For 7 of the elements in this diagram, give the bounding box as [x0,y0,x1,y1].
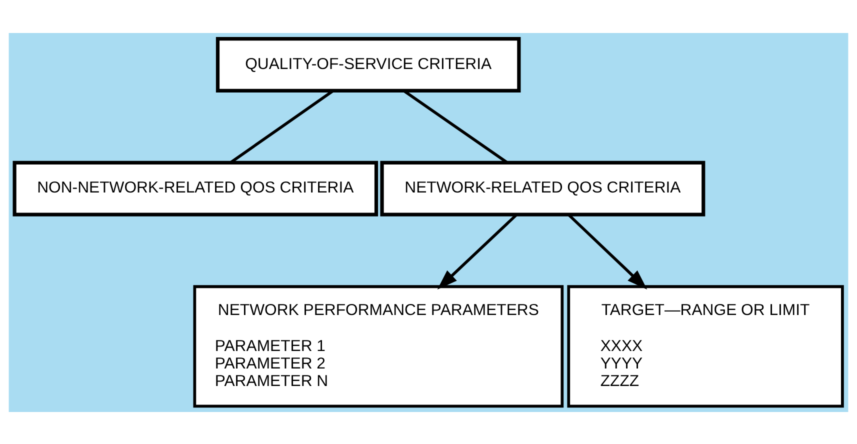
node-box: NON-NETWORK-RELATED QOS CRITERIA [12,160,378,216]
node-box: NETWORK-RELATED QOS CRITERIA [380,160,706,216]
arrow [568,213,648,289]
node-box: QUALITY-OF-SERVICE CRITERIA [216,36,521,92]
node-box: NETWORK PERFORMANCE PARAMETERS PARAMETER 1 PARAMETER 2 PARAMETER N [193,284,564,408]
node-box: TARGET—RANGE OR LIMIT XXXX YYYY ZZZZ [567,284,844,408]
arrow [437,213,518,289]
